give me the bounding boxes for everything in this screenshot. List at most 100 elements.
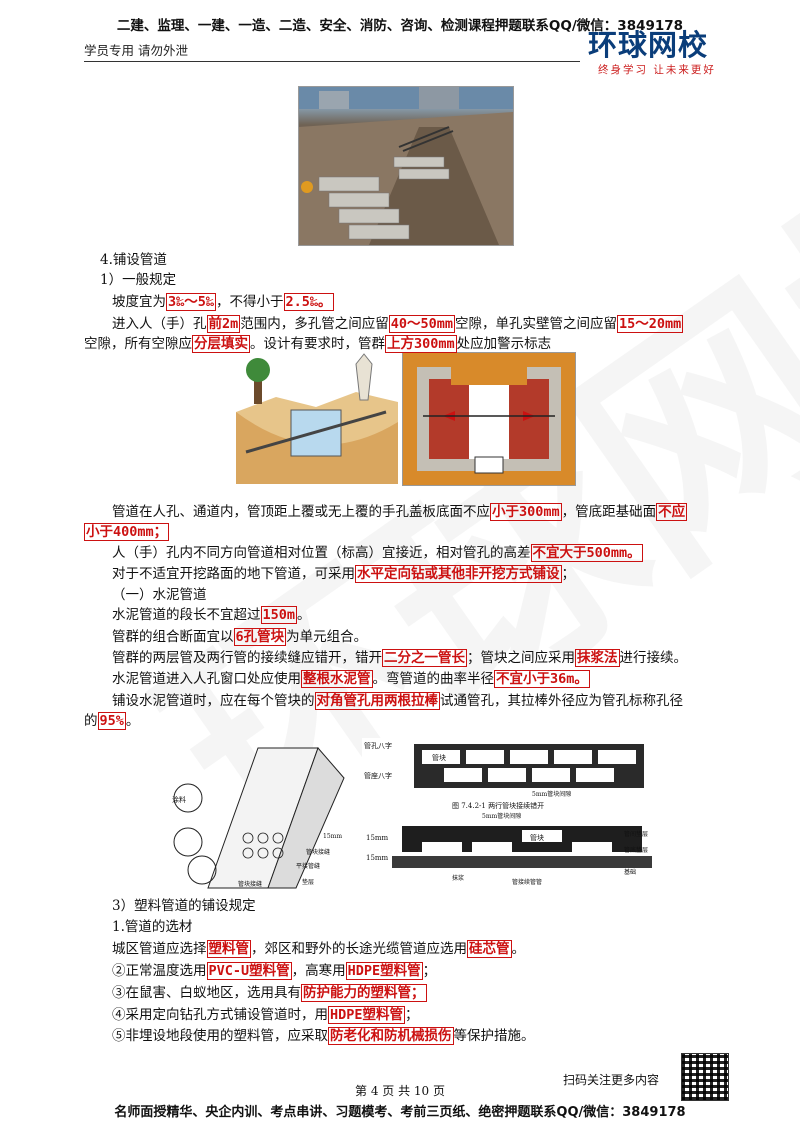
text-line: （一）水泥管道 <box>84 585 762 605</box>
highlighted-term: 整根水泥管 <box>301 670 373 688</box>
text-segment: 处应加警示标志 <box>456 336 552 352</box>
highlighted-term: 前2m <box>206 315 241 333</box>
text-line: 4.铺设管道 <box>84 250 750 270</box>
text-line: 水泥管道进入人孔窗口处应使用整根水泥管。弯管道的曲率半径不宜小于36m。 <box>84 669 762 689</box>
text-segment: 人（手）孔内不同方向管道相对位置（标高）宜接近，相对管孔的高差 <box>112 545 531 561</box>
text-segment: （一）水泥管道 <box>112 587 207 603</box>
cross-section-gap-label: 5mm管块间隙 <box>482 812 521 820</box>
text-segment: 等保护措施。 <box>453 1028 535 1044</box>
cross-section-right-label-1: 管间垫层 <box>624 830 648 838</box>
cross-section-left-label-1: 15mm <box>366 834 389 842</box>
text-segment: ； <box>422 963 437 979</box>
highlighted-term: 不宜大于500mm。 <box>530 544 643 562</box>
text-segment: ，不得小于 <box>216 294 284 310</box>
cross-section-left-label-2: 15mm <box>366 854 389 862</box>
highlighted-term: 抹浆法 <box>575 649 620 667</box>
cross-section-bottom-label-2: 管接续管管 <box>512 878 542 886</box>
highlighted-term: 防护能力的塑料管； <box>301 984 427 1002</box>
text-segment: 对于不适宜开挖路面的地下管道，可采用 <box>112 566 355 582</box>
highlighted-term: 40～50mm <box>388 315 456 333</box>
highlighted-term: 不宜小于36m。 <box>494 670 590 688</box>
text-segment: 空隙，所有空隙应 <box>84 336 192 352</box>
text-segment: 管道在人孔、通道内，管顶距上覆或无上覆的手孔盖板底面不应 <box>112 504 490 520</box>
pipe-block-cross-section-diagram: 管孔八字 管座八字 管块 5mm管块间隙 图 7.4.2-1 两行管块接续错开 … <box>362 738 662 890</box>
header-divider <box>84 61 580 62</box>
text-line: ③在鼠害、白蚁地区，选用具有防护能力的塑料管； <box>84 983 762 1003</box>
text-segment: 1.管道的选材 <box>112 919 193 935</box>
text-segment: ②正常温度选用 <box>112 963 207 979</box>
highlighted-term: 防老化和防机械损伤 <box>328 1027 454 1045</box>
iso-label-foot: 垫层 <box>302 878 314 886</box>
highlighted-term: 分层填实 <box>192 335 250 353</box>
text-segment: ⑤非埋设地段使用的塑料管，应采取 <box>112 1028 328 1044</box>
text-line: 人（手）孔内不同方向管道相对位置（标高）宜接近，相对管孔的高差不宜大于500mm… <box>84 543 762 563</box>
header-notice: 学员专用 请勿外泄 <box>84 43 188 58</box>
text-line: 3）塑料管道的铺设规定 <box>84 896 762 916</box>
pipe-block-isometric-diagram: 涂料 平接管缝 15mm 管块接缝 垫层 管块接缝 <box>168 738 348 890</box>
text-line: 城区管道应选择塑料管，郊区和野外的长途光缆管道应选用硅芯管。 <box>84 939 762 959</box>
text-line: 管群的两层管及两行管的接续缝应错开，错开二分之一管长；管块之间应采用抹浆法进行接… <box>84 648 762 668</box>
text-segment: 管群的两层管及两行管的接续缝应错开，错开 <box>112 650 382 666</box>
text-segment: ④采用定向钻孔方式铺设管道时，用 <box>112 1007 328 1023</box>
label-hole-bottom: 管座八字 <box>364 771 392 780</box>
text-segment: 范围内，多孔管之间应留 <box>240 316 389 332</box>
text-line: 1.管道的选材 <box>84 917 762 937</box>
text-segment: 城区管道应选择 <box>112 941 207 957</box>
label-pipe-block: 管块 <box>432 753 446 762</box>
qr-code-image[interactable] <box>681 1053 729 1101</box>
text-segment: 为单元组合。 <box>286 629 368 645</box>
text-line: 1）一般规定 <box>84 270 750 290</box>
brand-logo: 环球网校 终身学习 让未来更好 <box>588 28 738 77</box>
highlighted-term: 小于300mm <box>490 503 562 521</box>
logo-text: 环球网校 <box>588 28 709 62</box>
footer-contact-banner: 名师面授精华、央企内训、考点串讲、习题模考、考前三页纸、绝密押题联系QQ/微信：… <box>114 1105 686 1120</box>
text-segment: 管群的组合断面宜以 <box>112 629 234 645</box>
highlighted-term: 上方300mm <box>385 335 457 353</box>
text-segment: 坡度宜为 <box>112 294 166 310</box>
cross-section-caption: 图 7.4.2-1 两行管块接续错开 <box>452 801 544 810</box>
iso-label-bottom: 管块接缝 <box>238 880 262 888</box>
cross-section-right-label-3: 基础 <box>624 868 636 876</box>
manhole-section-illustration <box>402 352 576 486</box>
label-gap-top: 5mm管块间隙 <box>532 790 571 798</box>
header-contact-banner: 二建、监理、一建、一造、二造、安全、消防、咨询、检测课程押题联系QQ/微信：38… <box>116 18 684 34</box>
iso-label-right-bottom: 管块接缝 <box>306 848 330 856</box>
highlighted-term: 15～20mm <box>617 315 684 333</box>
cross-section-right-label-2: 管底垫层 <box>624 846 648 854</box>
text-segment: 1）一般规定 <box>100 272 177 288</box>
highlighted-term: HDPE塑料管 <box>345 962 423 980</box>
text-segment: 。 <box>297 607 311 623</box>
text-line: 对于不适宜开挖路面的地下管道，可采用水平定向钻或其他非开挖方式铺设； <box>84 564 762 584</box>
text-segment: 。 <box>511 941 526 957</box>
text-segment: 进入人（手）孔 <box>112 316 207 332</box>
text-line: 小于400mm； <box>84 522 734 542</box>
text-segment: ； <box>405 1007 419 1023</box>
highlighted-term: 3‰～5‰ <box>166 293 217 311</box>
qr-caption: 扫码关注更多内容 <box>563 1073 660 1087</box>
highlighted-term: 水平定向钻或其他非开挖方式铺设 <box>355 565 562 583</box>
text-segment: ，管底距基础面 <box>561 504 657 520</box>
text-segment: ，高寒用 <box>291 963 346 979</box>
highlighted-term: 2.5‰。 <box>283 293 334 311</box>
text-segment: ，郊区和野外的长途光缆管道应选用 <box>251 941 467 957</box>
text-segment: ； <box>561 566 576 582</box>
highlighted-term: 塑料管 <box>206 940 251 958</box>
text-segment: ③在鼠害、白蚁地区，选用具有 <box>112 985 301 1001</box>
text-segment: 水泥管道进入人孔窗口处应使用 <box>112 671 301 687</box>
text-segment: 水泥管道的段长不宜超过 <box>112 607 261 623</box>
highlighted-term: 不应 <box>656 503 688 521</box>
trench-photo <box>298 86 514 246</box>
text-segment: 。设计有要求时，管群 <box>250 336 385 352</box>
highlighted-term: 6孔管块 <box>233 628 287 646</box>
text-segment: 试通管孔，其拉棒外径应为管孔标称孔径 <box>440 693 683 709</box>
text-segment: 进行接续。 <box>619 650 688 666</box>
text-segment: 4.铺设管道 <box>100 252 167 268</box>
highlighted-term: 95% <box>97 712 126 730</box>
text-segment: 的 <box>84 713 98 729</box>
iso-label-right: 15mm <box>323 833 342 840</box>
